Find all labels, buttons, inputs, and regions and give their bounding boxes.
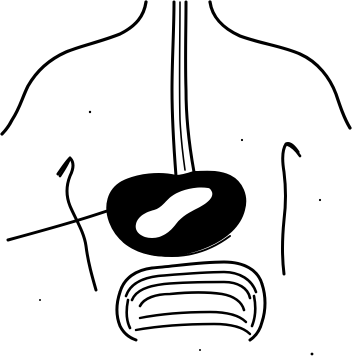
pointer-line: [8, 210, 110, 240]
speckle: [39, 299, 41, 301]
intestine-left-inner-wall: [127, 300, 130, 328]
stomach: [107, 172, 245, 256]
esophagus-right-wall: [186, 2, 194, 172]
intestines: [117, 262, 265, 340]
intestine-right-inner-wall: [252, 296, 255, 326]
esophagus-left-wall: [172, 2, 176, 176]
speckle: [241, 139, 243, 141]
torso-outline: [2, 2, 350, 134]
right-neck-shoulder-line: [210, 2, 350, 128]
intestine-right-wall: [250, 284, 265, 340]
intestine-bottom-fold: [140, 312, 246, 322]
esophagus-inner-line: [180, 2, 185, 170]
right-rib-edge: [283, 143, 299, 274]
speckle: [89, 111, 91, 113]
left-neck-shoulder-line: [2, 2, 146, 134]
intestine-bottom-fold-2: [136, 324, 250, 334]
speckle: [311, 353, 314, 356]
speckle: [319, 199, 321, 201]
intestine-fold-3: [140, 293, 244, 311]
esophagus: [172, 2, 194, 176]
intestine-outer-top: [120, 262, 262, 292]
speckle: [199, 349, 201, 351]
